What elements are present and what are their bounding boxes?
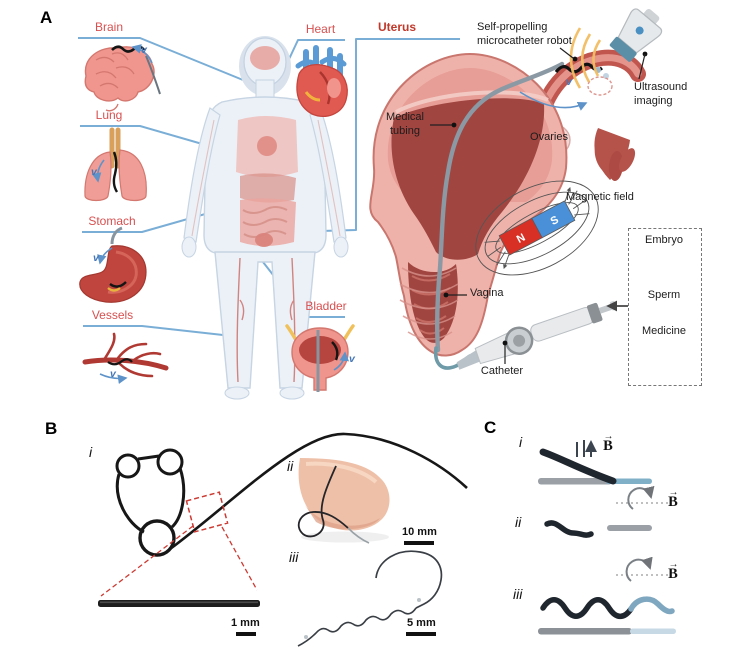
subpanel-c-ii-label: ii <box>515 514 522 530</box>
corkscrew-wire-drawing <box>297 550 443 647</box>
ultrasound-probe-icon <box>569 8 663 89</box>
velocity-symbol: v <box>349 353 355 365</box>
wire-and-rod-ii <box>544 520 652 538</box>
uterine-cavity <box>391 98 545 260</box>
payload-box <box>628 228 702 386</box>
velocity-symbol: v <box>141 44 147 56</box>
label-catheter: Catheter <box>480 365 524 377</box>
organ-label-vessels: Vessels <box>91 308 134 322</box>
organ-label-heart: Heart <box>305 22 336 36</box>
velocity-symbol: v <box>91 166 97 178</box>
vector-arrow-icon: → <box>668 559 679 570</box>
label-ultrasound-imaging: Ultrasound imaging <box>634 81 688 107</box>
label-ovaries: Ovaries <box>530 131 568 143</box>
scale-bar-10mm <box>404 541 434 545</box>
organ-label-lung: Lung <box>95 108 123 122</box>
subpanel-b-ii-label: ii <box>287 458 294 474</box>
label-embryo: Embryo <box>645 234 683 246</box>
scale-bar-5mm-label: 5 mm <box>407 617 436 629</box>
scale-bar-5mm <box>406 632 436 636</box>
wire-and-rod-iii <box>538 596 676 635</box>
rotation-arrow-icon-ii <box>616 485 668 510</box>
b-vector-ii: → B <box>664 487 682 510</box>
b-vector-iii: → B <box>664 559 682 582</box>
microcatheter-loop-drawing <box>115 432 468 557</box>
heart-icon <box>295 45 348 117</box>
velocity-arrows <box>91 44 588 384</box>
panel-c-label: C <box>484 418 497 437</box>
magnet-icon: N S <box>475 180 599 276</box>
syringe-icon <box>433 300 632 370</box>
zoom-callout <box>100 491 258 597</box>
scale-bar-10mm-label: 10 mm <box>402 526 437 538</box>
b-vector-i: → B <box>599 431 617 454</box>
velocity-symbol: v <box>93 252 99 264</box>
organ-label-bladder: Bladder <box>305 299 347 313</box>
field-arrows-up <box>576 440 591 457</box>
label-medical-tubing: Medical tubing <box>386 111 424 137</box>
body-silhouette <box>181 36 349 400</box>
wire-and-rod-i <box>538 448 652 485</box>
label-sperm: Sperm <box>647 289 681 301</box>
vector-arrow-icon: → <box>603 431 614 442</box>
subpanel-b-i-label: i <box>89 444 93 460</box>
panel-a-label: A <box>40 8 53 27</box>
vessels-icon <box>82 332 169 378</box>
rotation-arrow-icon-iii <box>616 556 668 582</box>
panel-b-label: B <box>45 419 58 438</box>
velocity-symbol: v <box>110 368 116 380</box>
subpanel-b-iii-label: iii <box>289 549 299 565</box>
uterus-illustration <box>369 49 646 357</box>
subpanel-c-iii-label: iii <box>513 586 523 602</box>
label-vagina: Vagina <box>470 287 504 299</box>
scale-bar-1mm-label: 1 mm <box>231 617 260 629</box>
label-magnetic-field: Magnetic field <box>566 191 634 203</box>
magnified-rod <box>98 600 260 607</box>
finger-photo <box>297 458 390 544</box>
label-self-propelling-robot: Self-propelling microcatheter robot <box>477 21 572 47</box>
stomach-icon <box>79 226 147 303</box>
bladder-icon <box>285 324 355 392</box>
organ-label-stomach: Stomach <box>88 214 136 228</box>
vector-arrow-icon: → <box>668 487 679 498</box>
organ-label-brain: Brain <box>94 20 123 34</box>
medical-tubing-line <box>434 61 565 353</box>
organ-label-uterus: Uterus <box>377 20 416 34</box>
scale-bar-1mm <box>236 632 256 636</box>
velocity-symbol: v <box>566 76 572 88</box>
subpanel-c-i-label: i <box>519 434 523 450</box>
label-medicine: Medicine <box>641 325 687 337</box>
